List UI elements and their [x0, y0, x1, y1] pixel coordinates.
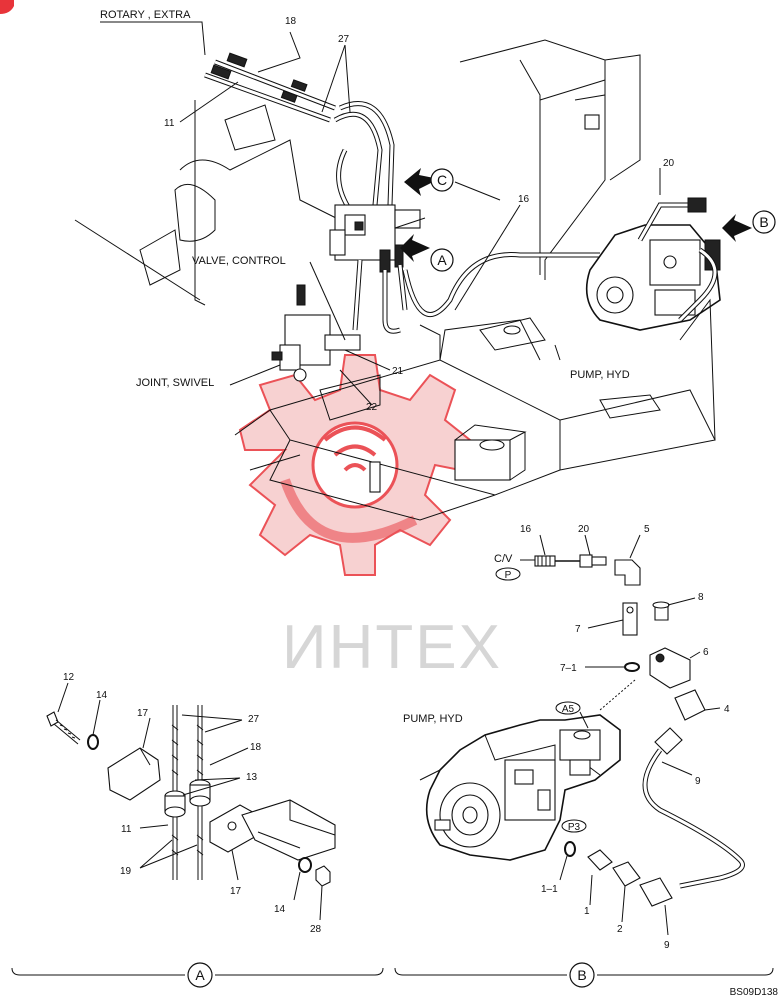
callout-c: C — [437, 172, 447, 188]
callout-b: B — [759, 214, 768, 230]
detail-b-pump: PUMP, HYD A5 P3 1–1 1 2 — [403, 701, 673, 951]
detail-a-clamps: 12 14 17 27 18 13 11 19 — [46, 672, 336, 935]
num-14-upper: 14 — [96, 690, 108, 701]
num-5: 5 — [644, 524, 650, 535]
callout-b-circle — [752, 210, 776, 234]
num-9-lower: 9 — [664, 940, 670, 951]
label-pump-hyd-detail: PUMP, HYD — [403, 713, 463, 725]
num-1: 1 — [584, 906, 590, 917]
badge-a5-text: A5 — [562, 704, 575, 715]
num-11-detail: 11 — [121, 824, 132, 835]
num-27-detail: 27 — [248, 714, 260, 725]
badge-a5 — [555, 701, 581, 715]
num-2: 2 — [617, 924, 623, 935]
hydraulic-pump-top — [585, 197, 721, 331]
arrow-c-icon — [404, 168, 439, 196]
callout-a-circle — [430, 248, 454, 272]
swivel-joint — [271, 284, 361, 382]
section-b-label: B — [577, 967, 586, 983]
num-18-detail: 18 — [250, 742, 262, 753]
callout-a: A — [437, 252, 447, 268]
arrow-a-icon — [400, 234, 430, 262]
top-assembly-view: C A B ROTARY , EXTRA 18 11 27 16 20 VALV… — [74, 9, 776, 521]
num-14-lower: 14 — [274, 904, 286, 915]
section-b-circle — [569, 962, 595, 988]
arrow-b-icon — [722, 214, 752, 242]
label-joint-swivel: JOINT, SWIVEL — [136, 377, 214, 389]
num-21: 21 — [392, 366, 404, 377]
drawing-code: BS09D138 — [730, 987, 779, 998]
footer: A B BS09D138 — [11, 962, 779, 998]
num-20-detail: 20 — [578, 524, 590, 535]
section-a-label: A — [195, 967, 205, 983]
num-13: 13 — [246, 772, 258, 783]
num-16-top: 16 — [518, 194, 530, 205]
num-1-1: 1–1 — [541, 884, 558, 895]
section-a-circle — [187, 962, 213, 988]
watermark-text: ИНТЕХ — [282, 613, 502, 682]
num-17-lower: 17 — [230, 886, 242, 897]
num-11-top: 11 — [164, 118, 175, 129]
watermark-gear-logo: ИНТЕХ — [238, 354, 502, 682]
num-7: 7 — [575, 624, 581, 635]
num-22: 22 — [366, 402, 378, 413]
num-18-top: 18 — [285, 16, 297, 27]
callout-c-circle — [430, 168, 454, 192]
badge-p-text: P — [505, 570, 512, 581]
num-27-top: 27 — [338, 34, 350, 45]
num-4: 4 — [724, 704, 730, 715]
badge-p — [495, 567, 521, 581]
corner-marker — [0, 0, 14, 14]
detail-b-fittings: C/V P 16 20 5 7 8 7–1 — [494, 524, 745, 889]
label-valve-control: VALVE, CONTROL — [192, 255, 286, 267]
num-20-top: 20 — [663, 158, 675, 169]
num-19: 19 — [120, 866, 132, 877]
label-cv: C/V — [494, 553, 513, 565]
badge-p3 — [561, 819, 587, 833]
num-9-upper: 9 — [695, 776, 701, 787]
num-17-upper: 17 — [137, 708, 149, 719]
num-6: 6 — [703, 647, 709, 658]
label-pump-hyd-top: PUMP, HYD — [570, 369, 630, 381]
num-12: 12 — [63, 672, 75, 683]
num-16-detail: 16 — [520, 524, 532, 535]
label-rotary-extra: ROTARY , EXTRA — [100, 9, 191, 21]
badge-p3-text: P3 — [568, 822, 581, 833]
num-8: 8 — [698, 592, 704, 603]
control-valve — [329, 204, 426, 273]
num-28: 28 — [310, 924, 322, 935]
num-7-1: 7–1 — [560, 663, 577, 674]
